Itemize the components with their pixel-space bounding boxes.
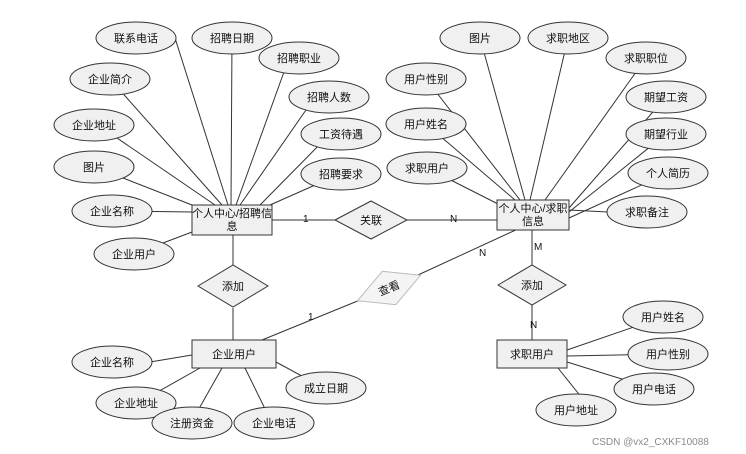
attribute-company-phone: 企业电话 xyxy=(233,406,315,440)
attribute-recruit-date: 招聘日期 xyxy=(191,21,273,55)
relationship-tianjia-left: 添加 xyxy=(197,264,269,308)
svg-text:企业简介: 企业简介 xyxy=(88,72,132,86)
svg-text:求职地区: 求职地区 xyxy=(546,32,590,45)
svg-text:招聘要求: 招聘要求 xyxy=(319,167,363,181)
svg-text:添加: 添加 xyxy=(222,279,244,293)
entity-recruit-info: 个人中心/招聘信 息 xyxy=(191,204,273,236)
attribute-salary: 工资待遇 xyxy=(300,117,382,151)
entity-job-user: 求职用户 xyxy=(496,339,568,369)
cardinality-guanlian-right: N xyxy=(450,214,457,225)
svg-text:求职用户: 求职用户 xyxy=(510,347,554,361)
attribute-job-user: 求职用户 xyxy=(386,151,468,185)
attribute-company-address: 企业地址 xyxy=(95,386,177,420)
attribute-user-phone: 用户电话 xyxy=(613,372,695,406)
svg-text:信息: 信息 xyxy=(522,214,544,228)
watermark: CSDN @vx2_CXKF10088 xyxy=(592,437,709,448)
attribute-user-gender: 用户性别 xyxy=(627,337,709,371)
svg-text:关联: 关联 xyxy=(360,213,382,227)
attribute-job-remark: 求职备注 xyxy=(606,195,688,229)
attribute-company-intro: 企业简介 xyxy=(69,62,151,96)
svg-text:用户性别: 用户性别 xyxy=(404,72,448,86)
svg-text:用户姓名: 用户姓名 xyxy=(404,117,448,131)
svg-text:招聘职业: 招聘职业 xyxy=(277,51,321,65)
svg-text:招聘人数: 招聘人数 xyxy=(307,90,351,104)
svg-text:用户姓名: 用户姓名 xyxy=(641,310,685,324)
attribute-user-gender: 用户性别 xyxy=(385,62,467,96)
svg-text:图片: 图片 xyxy=(469,32,491,45)
svg-text:企业电话: 企业电话 xyxy=(252,416,296,430)
attribute-company-address: 企业地址 xyxy=(53,108,135,142)
relationship-guanlian: 关联 xyxy=(333,200,409,240)
svg-text:个人中心/招聘信: 个人中心/招聘信 xyxy=(192,206,272,220)
cardinality-tianjia-right-top: M xyxy=(534,242,542,253)
attribute-resume: 个人简历 xyxy=(627,156,709,190)
svg-text:企业用户: 企业用户 xyxy=(112,247,156,261)
svg-text:求职备注: 求职备注 xyxy=(625,205,669,219)
entity-job-info: 个人中心/求职 信息 xyxy=(496,199,570,231)
svg-text:用户电话: 用户电话 xyxy=(632,382,676,396)
entity-enterprise-user: 企业用户 xyxy=(191,339,277,369)
svg-text:用户地址: 用户地址 xyxy=(554,403,598,417)
cardinality-guanlian-left: 1 xyxy=(303,214,309,225)
svg-text:用户性别: 用户性别 xyxy=(646,347,690,361)
svg-text:添加: 添加 xyxy=(521,278,543,292)
svg-text:注册资金: 注册资金 xyxy=(170,416,214,430)
svg-text:企业名称: 企业名称 xyxy=(90,355,134,369)
attribute-image: 图片 xyxy=(53,150,135,184)
svg-text:息: 息 xyxy=(227,219,238,233)
svg-text:企业地址: 企业地址 xyxy=(72,118,116,132)
svg-text:招聘日期: 招聘日期 xyxy=(210,31,254,45)
svg-text:期望工资: 期望工资 xyxy=(644,91,688,104)
attribute-registered-capital: 注册资金 xyxy=(151,406,233,440)
cardinality-chakan-top: N xyxy=(479,248,486,259)
attribute-founding-date: 成立日期 xyxy=(285,371,367,405)
svg-text:求职用户: 求职用户 xyxy=(405,161,449,175)
attribute-expected-salary: 期望工资 xyxy=(625,80,707,114)
attribute-job-region: 求职地区 xyxy=(527,21,609,55)
attribute-recruit-profession: 招聘职业 xyxy=(258,41,340,75)
attribute-recruit-requirement: 招聘要求 xyxy=(300,157,382,191)
attribute-expected-industry: 期望行业 xyxy=(625,117,707,151)
attribute-user-name: 用户姓名 xyxy=(622,300,704,334)
attribute-user-address: 用户地址 xyxy=(535,393,617,427)
attribute-enterprise-user: 企业用户 xyxy=(93,237,175,271)
svg-text:联系电话: 联系电话 xyxy=(114,32,158,45)
attribute-contact-phone: 联系电话 xyxy=(95,21,177,55)
svg-text:求职职位: 求职职位 xyxy=(624,51,668,65)
cardinality-tianjia-right-bottom: N xyxy=(530,320,537,331)
svg-text:企业用户: 企业用户 xyxy=(212,347,256,361)
svg-text:期望行业: 期望行业 xyxy=(644,128,688,141)
svg-text:个人简历: 个人简历 xyxy=(646,166,690,180)
svg-text:企业地址: 企业地址 xyxy=(114,396,158,410)
svg-text:成立日期: 成立日期 xyxy=(304,381,348,395)
attribute-recruit-count: 招聘人数 xyxy=(288,80,370,114)
attribute-company-name: 企业名称 xyxy=(71,194,153,228)
svg-text:工资待遇: 工资待遇 xyxy=(319,127,363,141)
attribute-image: 图片 xyxy=(439,21,521,55)
svg-text:企业名称: 企业名称 xyxy=(90,204,134,218)
svg-text:图片: 图片 xyxy=(83,161,105,174)
attribute-user-name: 用户姓名 xyxy=(385,107,467,141)
cardinality-chakan-bottom: 1 xyxy=(308,312,314,323)
attribute-job-position: 求职职位 xyxy=(605,41,687,75)
connector-lines xyxy=(94,37,669,424)
attribute-company-name: 企业名称 xyxy=(71,345,153,379)
relationship-tianjia-right: 添加 xyxy=(497,264,567,306)
relationship-chakan: 查看 xyxy=(356,270,422,306)
svg-text:个人中心/求职: 个人中心/求职 xyxy=(498,202,567,215)
